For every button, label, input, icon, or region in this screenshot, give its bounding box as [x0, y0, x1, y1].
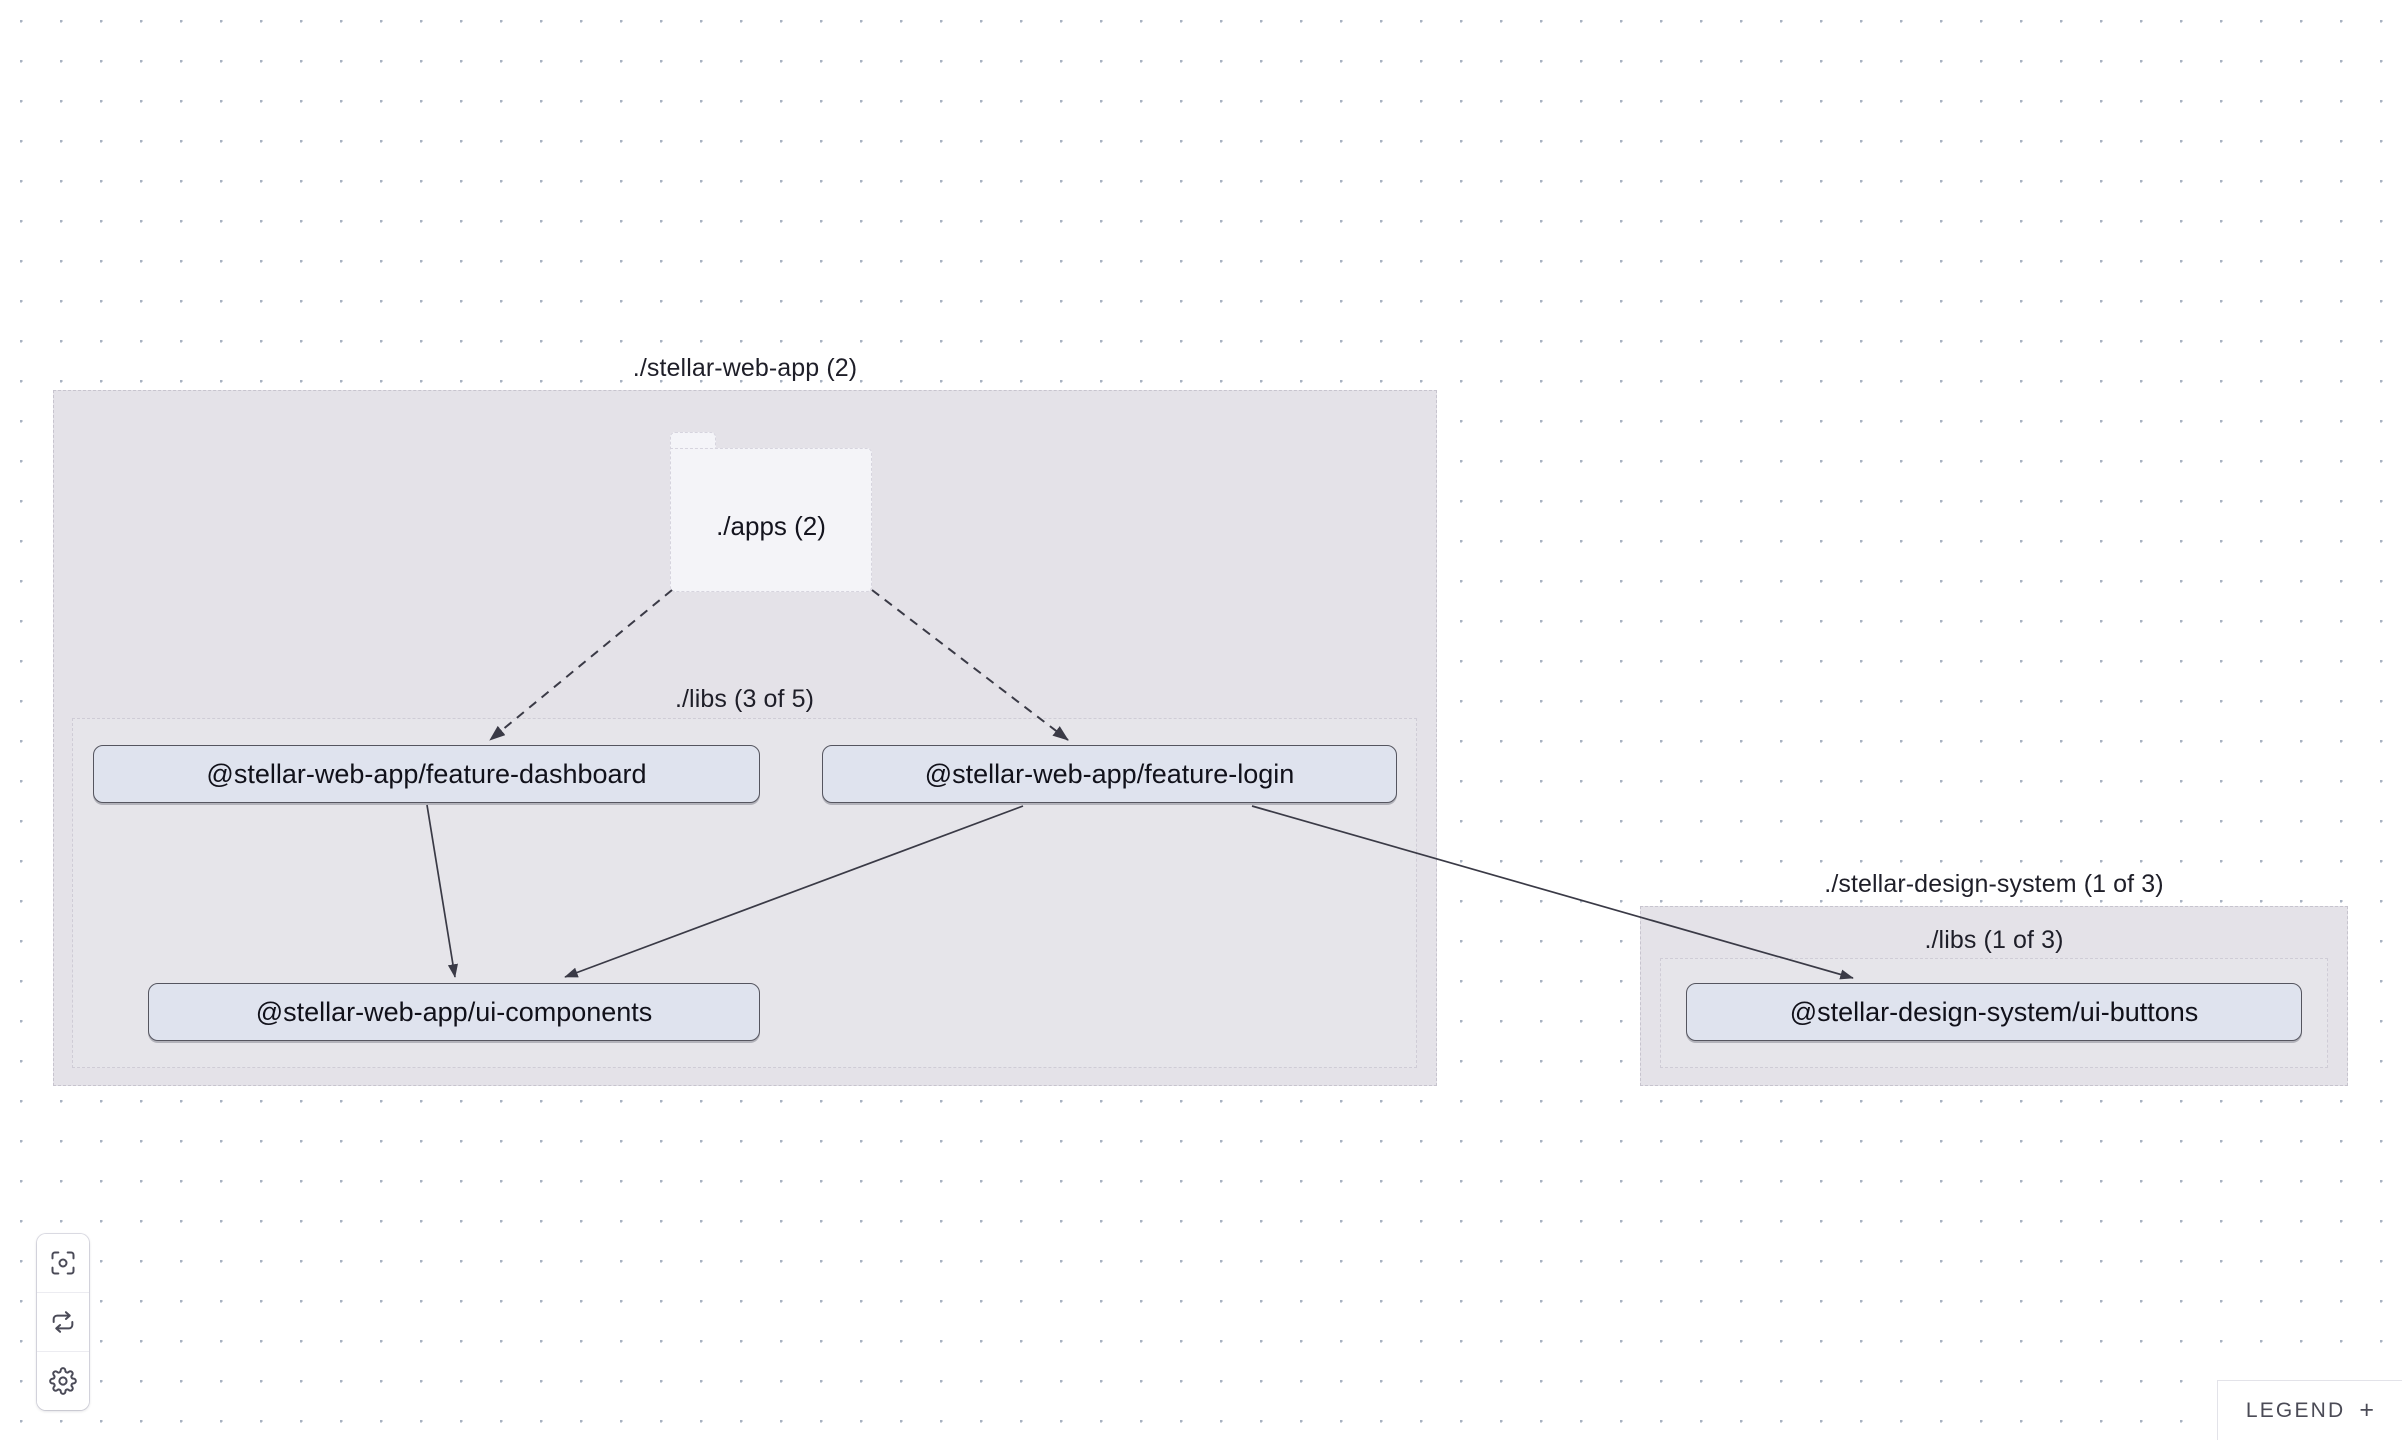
legend-label: LEGEND: [2245, 1398, 2346, 1422]
node-ui-components[interactable]: @stellar-web-app/ui-components: [148, 983, 760, 1041]
folder-node-apps[interactable]: ./apps (2): [670, 432, 872, 592]
node-ui-buttons[interactable]: @stellar-design-system/ui-buttons: [1686, 983, 2302, 1041]
focus-graph-button[interactable]: [37, 1234, 89, 1293]
settings-button[interactable]: [37, 1352, 89, 1410]
folder-node-label: ./apps (2): [716, 510, 826, 541]
dir-label-design-system-libs: ./libs (1 of 3): [1924, 926, 2064, 954]
dir-label-web-app-libs: ./libs (3 of 5): [674, 685, 815, 713]
node-label: @stellar-web-app/feature-login: [924, 758, 1295, 789]
gear-icon: [49, 1367, 77, 1395]
node-label: @stellar-design-system/ui-buttons: [1789, 996, 2199, 1027]
group-label-stellar-design-system: ./stellar-design-system (1 of 3): [1824, 870, 2164, 898]
node-label: @stellar-web-app/ui-components: [255, 996, 653, 1027]
node-feature-login[interactable]: @stellar-web-app/feature-login: [822, 745, 1397, 803]
folder-tab-icon: [670, 432, 716, 450]
refresh-sync-icon: [49, 1308, 77, 1336]
legend-toggle[interactable]: LEGEND +: [2216, 1380, 2402, 1440]
graph-toolbar[interactable]: [37, 1234, 89, 1410]
group-label-stellar-web-app: ./stellar-web-app (2): [632, 354, 858, 382]
folder-body: ./apps (2): [670, 448, 872, 592]
refresh-graph-button[interactable]: [37, 1293, 89, 1352]
plus-icon: +: [2359, 1396, 2374, 1424]
node-label: @stellar-web-app/feature-dashboard: [206, 758, 647, 789]
focus-target-icon: [49, 1249, 77, 1277]
node-feature-dashboard[interactable]: @stellar-web-app/feature-dashboard: [93, 745, 760, 803]
